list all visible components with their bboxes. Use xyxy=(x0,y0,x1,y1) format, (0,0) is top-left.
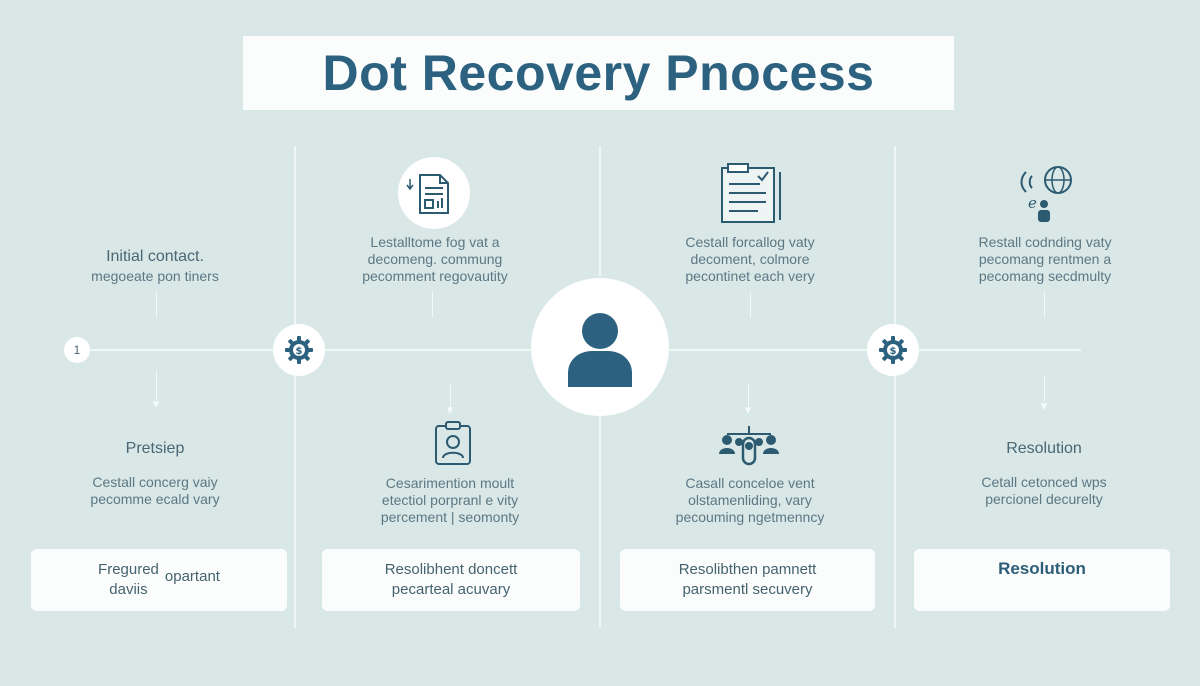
column-divider xyxy=(599,146,601,276)
step-icon-document xyxy=(398,157,470,229)
text-line: decomeng. commung xyxy=(367,251,503,267)
initial-contact-title: Initial contact. xyxy=(106,248,204,265)
id-badge-icon xyxy=(435,421,471,465)
text-line: etectiol porpranl e vity xyxy=(381,492,519,508)
arrow-down-icon: ▾ xyxy=(152,396,160,411)
gear-dollar-icon: $ xyxy=(285,336,313,364)
text-line: pecomang secdmulty xyxy=(978,268,1112,284)
card-text: Resolution xyxy=(998,559,1086,578)
timeline-line xyxy=(919,349,1081,351)
column-divider xyxy=(894,372,896,628)
connector-tick xyxy=(1044,292,1045,318)
arrow-down-icon: ▾ xyxy=(744,402,752,417)
svg-text:e: e xyxy=(1028,194,1037,212)
card-text: Resolibhent doncett xyxy=(384,561,518,578)
step-icon-id-card xyxy=(433,420,473,466)
initial-contact-text: Initial contact. megoeate pon tiners xyxy=(60,248,250,285)
text-line: Lestalltome fog vat a xyxy=(370,234,500,250)
timeline-start-marker: 1 xyxy=(64,337,90,363)
checklist-icon xyxy=(721,163,781,223)
bottom-step-text: Cetall cetonced wps percionel decurelty xyxy=(946,474,1142,508)
text-line: pecouming ngetmenncy xyxy=(675,509,825,525)
card-text: Fregured xyxy=(98,561,159,578)
text-line: Casall conceloe vent xyxy=(685,475,815,491)
text-line: percionel decurelty xyxy=(985,491,1103,507)
card-text: opartant xyxy=(164,568,220,585)
top-step-text: Lestalltome fog vat a decomeng. commung … xyxy=(340,234,530,285)
step-icon-team xyxy=(717,420,781,466)
user-icon xyxy=(568,313,632,387)
column-divider xyxy=(294,146,296,326)
step-icon-network: e xyxy=(1014,164,1078,228)
bottom-step-text: Cesarimention moult etectiol porpranl e … xyxy=(350,475,550,526)
svg-text:$: $ xyxy=(890,346,897,357)
title-banner: Dot Recovery Pnocess xyxy=(243,36,954,110)
column-divider xyxy=(599,416,601,628)
card-text: parsmentl secuvery xyxy=(682,581,813,598)
connector-tick xyxy=(156,292,157,318)
card-text: daviis xyxy=(109,581,148,598)
arrow-down-icon: ▾ xyxy=(1040,398,1048,413)
result-card: Resolibthen pamnett parsmentl secuvery xyxy=(620,549,875,611)
connector-tick xyxy=(156,370,157,400)
top-step-text: Restall codnding vaty pecomang rentmen a… xyxy=(947,234,1143,285)
text-line: Cestall forcallog vaty xyxy=(685,234,815,250)
start-marker-label: 1 xyxy=(73,343,81,357)
connector-tick xyxy=(432,292,433,318)
connector-tick xyxy=(748,384,749,408)
text-line: pecomang rentmen a xyxy=(978,251,1112,267)
gear-dollar-icon: $ xyxy=(879,336,907,364)
step-label-pretsiep: Pretsiep xyxy=(125,440,185,457)
gear-node: $ xyxy=(273,324,325,376)
text-line: olstamenliding, vary xyxy=(688,492,812,508)
connector-tick xyxy=(450,384,451,408)
text-line: pecomment regovautity xyxy=(362,268,508,284)
card-text: Resolibthen pamnett xyxy=(678,561,817,578)
connector-tick xyxy=(750,292,751,318)
result-card: Fregured daviis opartant xyxy=(31,549,287,611)
text-line: percement | seomonty xyxy=(380,509,520,525)
text-line: decoment, colmore xyxy=(690,251,810,267)
network-globe-icon: e xyxy=(1020,166,1072,222)
text-line: Cetall cetonced wps xyxy=(981,474,1107,490)
team-network-icon xyxy=(719,426,779,466)
column-divider xyxy=(894,146,896,326)
top-step-text: Cestall forcallog vaty decoment, colmore… xyxy=(655,234,845,285)
arrow-down-icon: ▾ xyxy=(446,402,454,417)
page-title: Dot Recovery Pnocess xyxy=(322,45,875,101)
step-label-resolution: Resolution xyxy=(1006,440,1082,457)
text-line: Cesarimention moult xyxy=(385,475,515,491)
timeline-line xyxy=(78,349,274,351)
result-card-resolution: Resolution xyxy=(914,549,1170,611)
text-line: Restall codnding vaty xyxy=(978,234,1112,250)
timeline-line xyxy=(324,349,531,351)
result-card: Resolibhent doncett pecarteal acuvary xyxy=(322,549,580,611)
text-line: pecontinet each very xyxy=(685,268,815,284)
step-icon-checklist xyxy=(716,162,786,226)
timeline-line xyxy=(669,349,867,351)
document-chart-icon xyxy=(398,157,470,229)
column-divider xyxy=(294,372,296,628)
bottom-step-text: Cestall concerg vaiy pecomme ecald vary xyxy=(60,474,250,508)
center-user-node xyxy=(531,278,669,416)
initial-contact-subtitle: megoeate pon tiners xyxy=(91,268,219,284)
bottom-step-text: Casall conceloe vent olstamenliding, var… xyxy=(650,475,850,526)
card-text: pecarteal acuvary xyxy=(391,581,511,598)
gear-node: $ xyxy=(867,324,919,376)
text-line: pecomme ecald vary xyxy=(90,491,220,507)
connector-tick xyxy=(1044,376,1045,402)
text-line: Cestall concerg vaiy xyxy=(92,474,218,490)
svg-text:$: $ xyxy=(296,346,303,357)
